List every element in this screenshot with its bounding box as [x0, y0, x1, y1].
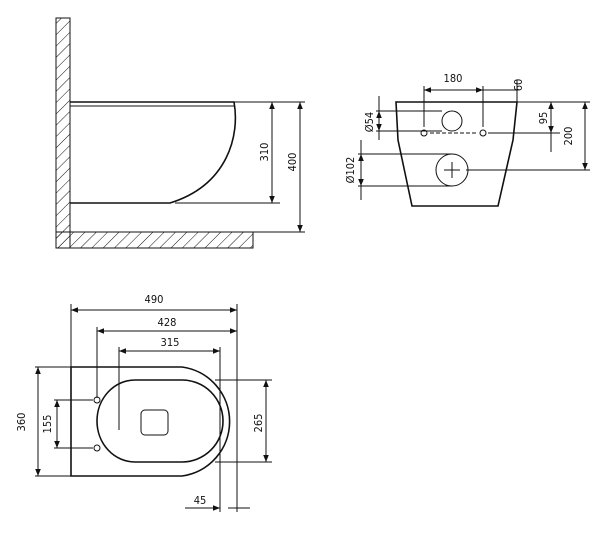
bolt-hole-right — [479, 129, 487, 137]
seat-hole — [140, 409, 169, 436]
top-outline — [70, 366, 231, 477]
wall-hatch — [55, 17, 71, 249]
dim-45: 45 — [194, 494, 207, 507]
dim-60: 60 — [512, 79, 525, 92]
dim-428: 428 — [158, 316, 177, 329]
dim-diameter-102: Ø102 — [344, 157, 357, 184]
inlet-circle — [441, 110, 463, 132]
dim-155: 155 — [41, 415, 54, 434]
seat-outline — [96, 379, 224, 463]
dim-360: 360 — [15, 413, 28, 432]
top-view: 490 428 315 360 155 265 45 — [15, 293, 272, 512]
bowl-outline — [70, 101, 237, 204]
dim-310: 310 — [258, 143, 271, 162]
top-bolt-hole-lower — [93, 444, 101, 452]
dim-200: 200 — [562, 127, 575, 146]
bolt-hole-left — [420, 129, 428, 137]
dim-315: 315 — [161, 336, 180, 349]
dim-diameter-54: Ø54 — [363, 112, 376, 132]
dim-95: 95 — [537, 112, 550, 125]
dim-180: 180 — [444, 72, 463, 85]
side-view: 310 400 — [55, 17, 305, 249]
dim-400: 400 — [286, 153, 299, 172]
dim-265: 265 — [252, 414, 265, 433]
floor-hatch — [55, 231, 254, 249]
dim-490: 490 — [145, 293, 164, 306]
rear-view: 180 60 95 200 Ø54 Ø102 — [344, 72, 590, 207]
